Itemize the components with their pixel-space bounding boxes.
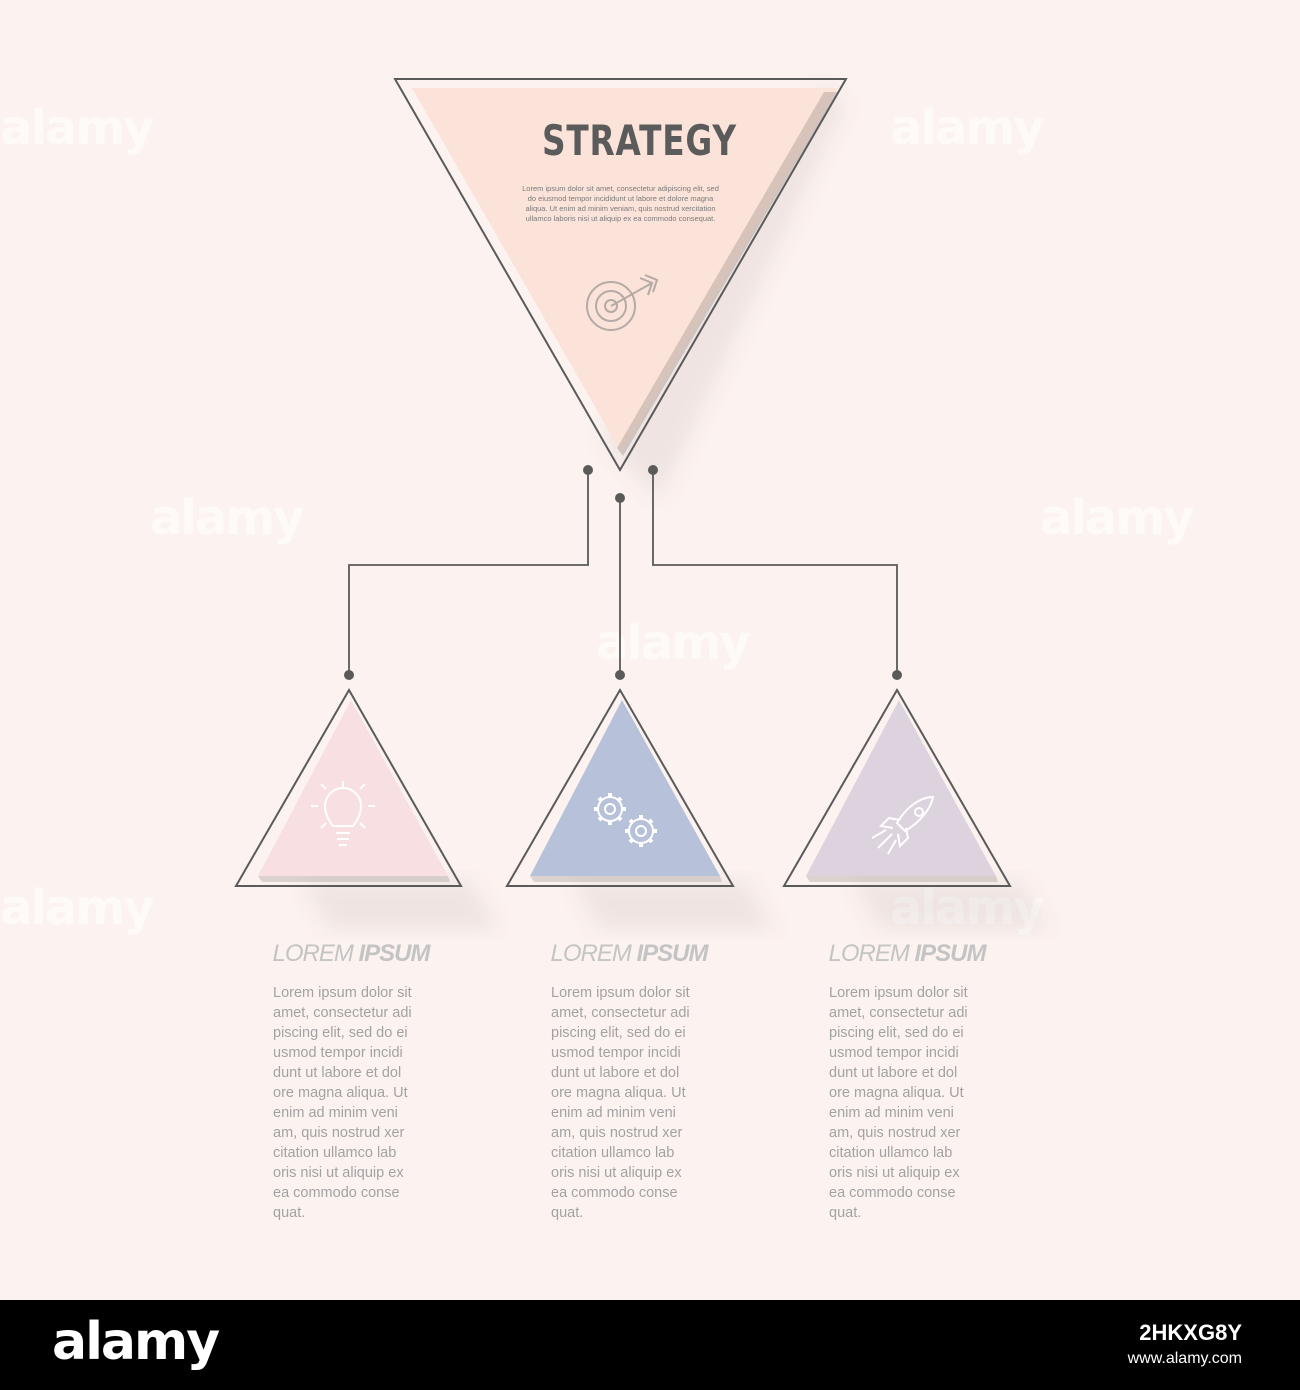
description-line: citation ullamco lab	[829, 1145, 953, 1161]
description-line: amet, consectetur adi	[829, 1005, 968, 1021]
watermark: alamy	[1040, 490, 1195, 546]
left-triangle-inner-shadow	[258, 876, 450, 882]
connector-lines	[348, 470, 898, 675]
description-line: enim ad minim veni	[273, 1105, 398, 1121]
top-triangle-inner-shadow	[617, 92, 838, 456]
strategy-description: Lorem ipsum dolor sit amet, consectetur …	[522, 184, 719, 223]
description-line: piscing elit, sed do ei	[829, 1025, 964, 1041]
strategy-title: STRATEGY	[542, 116, 737, 165]
footer-logo: alamy	[52, 1312, 220, 1372]
description-line: ore magna aliqua. Ut	[551, 1085, 686, 1101]
description-line: oris nisi ut aliquip ex	[829, 1165, 960, 1181]
description-line: usmod tempor incidi	[829, 1045, 959, 1061]
target-arrow-icon	[586, 274, 659, 331]
description-line: citation ullamco lab	[551, 1145, 675, 1161]
description-line: quat.	[829, 1205, 862, 1221]
description-line: piscing elit, sed do ei	[273, 1025, 408, 1041]
watermark: alamy	[890, 100, 1045, 156]
column-3-title-bold: IPSUM	[914, 940, 987, 967]
column-3-title-light: LOREM	[828, 940, 909, 967]
column-1-description: Lorem ipsum dolor sit amet, consectetur a…	[273, 983, 425, 1223]
watermark: alamy	[0, 100, 155, 156]
right-triangle-outline	[782, 687, 1012, 887]
description-line: am, quis nostrud xer	[273, 1125, 405, 1141]
middle-triangle-inner-shadow	[530, 876, 722, 882]
description-line: amet, consectetur adi	[273, 1005, 412, 1021]
image-id: 2HKXG8Y	[1139, 1320, 1242, 1345]
description-line: am, quis nostrud xer	[829, 1125, 961, 1141]
description-line: quat.	[551, 1205, 584, 1221]
description-line: oris nisi ut aliquip ex	[551, 1165, 682, 1181]
middle-triangle-outline	[505, 687, 735, 887]
description-line: usmod tempor incidi	[551, 1045, 681, 1061]
diagram-graphics	[234, 78, 1050, 930]
description-line: dunt ut labore et dol	[273, 1065, 402, 1081]
column-1-title: LOREM IPSUM	[241, 940, 461, 968]
column-1-title-light: LOREM	[272, 940, 353, 967]
watermark: alamy	[596, 615, 751, 671]
description-line: ea commodo conse	[551, 1185, 678, 1201]
description-line: ea commodo conse	[273, 1185, 400, 1201]
description-line: Lorem ipsum dolor sit	[829, 985, 968, 1001]
column-2-title-bold: IPSUM	[636, 940, 709, 967]
watermark: alamy	[0, 880, 155, 936]
description-line: dunt ut labore et dol	[551, 1065, 680, 1081]
top-triangle-outline	[393, 78, 848, 473]
rocket-icon	[871, 795, 935, 855]
description-line: usmod tempor incidi	[273, 1045, 403, 1061]
column-1-title-bold: IPSUM	[358, 940, 431, 967]
left-triangle-shadow	[300, 880, 500, 930]
footer-url: www.alamy.com	[1127, 1350, 1242, 1367]
description-line: oris nisi ut aliquip ex	[273, 1165, 404, 1181]
top-triangle-fill	[412, 88, 838, 452]
column-3-title: LOREM IPSUM	[797, 940, 1017, 968]
description-line: ore magna aliqua. Ut	[829, 1085, 964, 1101]
middle-triangle-shadow	[570, 880, 775, 930]
watermark: alamy	[150, 490, 305, 546]
description-line: amet, consectetur adi	[551, 1005, 690, 1021]
middle-triangle-fill	[530, 700, 720, 876]
column-2-description: Lorem ipsum dolor sit amet, consectetur a…	[551, 983, 703, 1223]
left-triangle-fill	[258, 700, 448, 876]
description-line: Lorem ipsum dolor sit	[273, 985, 412, 1001]
description-line: ea commodo conse	[829, 1185, 956, 1201]
description-line: piscing elit, sed do ei	[551, 1025, 686, 1041]
description-line: ore magna aliqua. Ut	[273, 1085, 408, 1101]
description-line: Lorem ipsum dolor sit	[551, 985, 690, 1001]
right-triangle-fill	[806, 700, 996, 876]
description-line: dunt ut labore et dol	[829, 1065, 958, 1081]
description-line: quat.	[273, 1205, 306, 1221]
footer-bar: alamy 2HKXG8Y www.alamy.com	[0, 1300, 1300, 1390]
column-2-title-light: LOREM	[550, 940, 631, 967]
column-3-description: Lorem ipsum dolor sit amet, consectetur a…	[829, 983, 981, 1223]
column-2-title: LOREM IPSUM	[519, 940, 739, 968]
lightbulb-icon	[311, 781, 375, 846]
connector-dots	[344, 465, 902, 680]
description-line: am, quis nostrud xer	[551, 1125, 683, 1141]
description-line: enim ad minim veni	[829, 1105, 954, 1121]
right-triangle-shadow	[850, 880, 1050, 930]
description-line: enim ad minim veni	[551, 1105, 676, 1121]
right-triangle-inner-shadow	[806, 876, 998, 882]
left-triangle-outline	[234, 687, 463, 887]
description-line: citation ullamco lab	[273, 1145, 397, 1161]
gears-icon	[594, 793, 657, 847]
infographic-canvas: alamy alamy alamy alamy alamy alamy alam…	[0, 78, 1195, 1223]
